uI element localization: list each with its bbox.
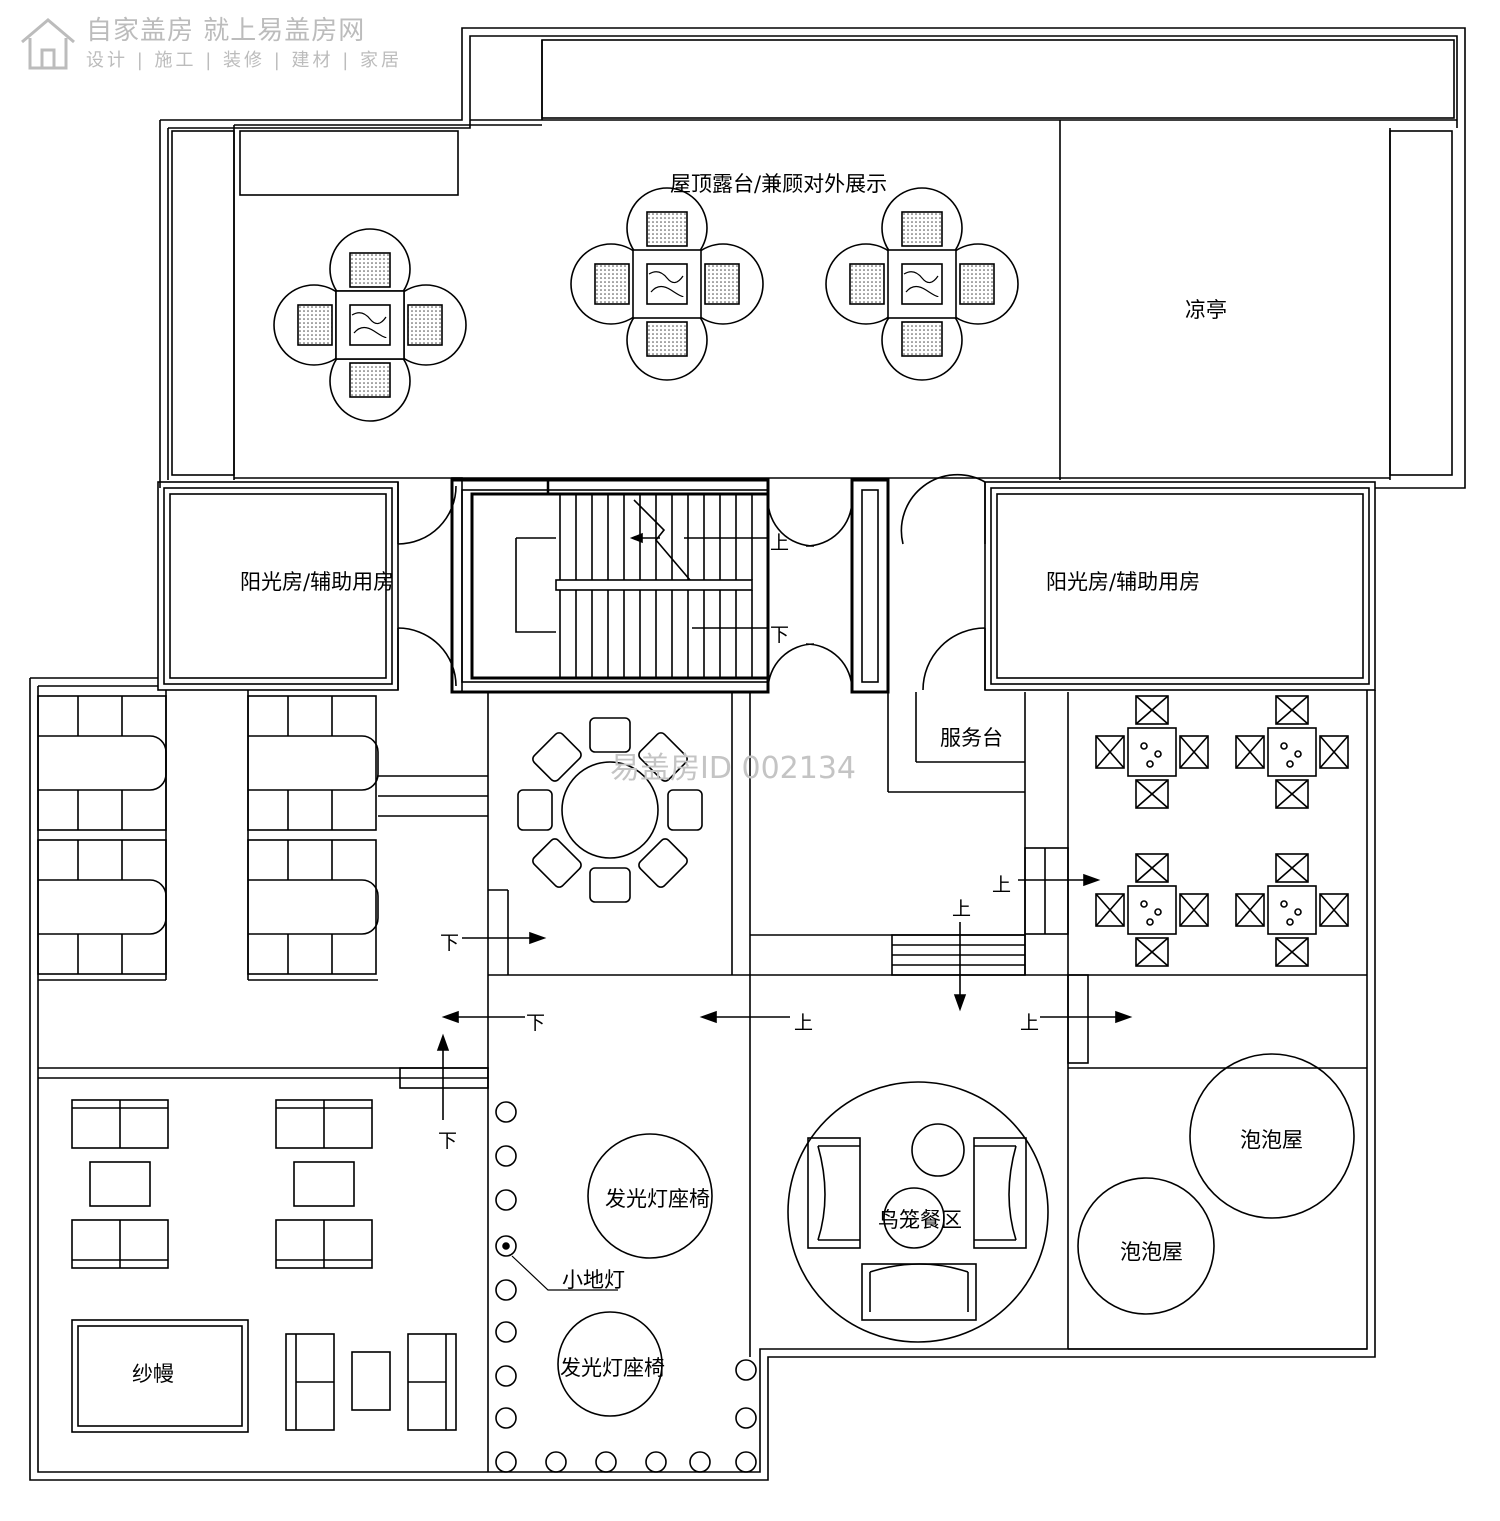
stair-mark-up-2: 上 (1020, 1012, 1040, 1034)
doors (397, 473, 986, 691)
sunroom-left-walls (157, 481, 399, 691)
cafe-table-set-1 (1095, 695, 1209, 809)
label-bubble-house-2: 泡泡屋 (1120, 1240, 1183, 1264)
label-rooftop-terrace: 屋顶露台/兼顾对外展示 (670, 172, 888, 196)
cafe-table-set-4 (1235, 853, 1349, 967)
drawing-id-watermark: 易盖房ID 002134 (610, 751, 857, 786)
terrace-table-set-1 (273, 228, 467, 422)
lower-area-outline (29, 677, 1376, 1481)
label-pavilion: 凉亭 (1185, 298, 1227, 322)
label-glow-seat-1: 发光灯座椅 (605, 1187, 710, 1211)
stair-mark-down-1: 下 (440, 932, 460, 954)
stair-mark-up-1: 上 (794, 1012, 814, 1034)
stair-mark-down-3: 下 (438, 1130, 458, 1152)
booth-seating (37, 695, 379, 975)
brand-logo-icon (21, 18, 75, 70)
label-birdcage-dining: 鸟笼餐区 (878, 1208, 962, 1232)
glow-seat-circle-1 (587, 1133, 713, 1259)
label-floor-light: 小地灯 (562, 1268, 625, 1292)
brand-watermark-main: 自家盖房 就上易盖房网 (86, 16, 366, 46)
cafe-table-set-3 (1095, 853, 1209, 967)
label-bubble-house-1: 泡泡屋 (1240, 1128, 1303, 1152)
label-sunroom-left: 阳光房/辅助用房 (240, 570, 395, 594)
label-sunroom-right: 阳光房/辅助用房 (1046, 570, 1201, 594)
floor-lights (495, 1101, 757, 1473)
label-glow-seat-2: 发光灯座椅 (560, 1356, 665, 1380)
label-gauze-curtain: 纱幔 (132, 1362, 174, 1386)
bubble-house-circle-2 (1077, 1177, 1215, 1315)
brand-watermark-sub: 设计 | 施工 | 装修 | 建材 | 家居 (86, 50, 403, 71)
direction-arrows (436, 873, 1133, 1120)
terrace-table-set-3 (825, 187, 1019, 381)
bubble-house-circle-1 (1189, 1053, 1355, 1219)
stair-mark-down-core: 下 (770, 624, 790, 646)
roof-outer-wall (159, 27, 1466, 489)
sunroom-right-walls (984, 481, 1376, 691)
terrace-table-set-2 (570, 187, 764, 381)
birdcage-dining-area (787, 1081, 1049, 1343)
stair-mark-up-core: 上 (770, 532, 790, 554)
stair-core (450, 477, 890, 694)
glow-seat-circle-2 (557, 1311, 663, 1417)
cafe-table-set-2 (1235, 695, 1349, 809)
label-service-counter: 服务台 (940, 726, 1003, 750)
stair-mark-up-4: 上 (952, 898, 972, 920)
stair-mark-down-2: 下 (526, 1012, 546, 1034)
round-dining-table (517, 717, 703, 903)
stair-mark-up-3: 上 (992, 874, 1012, 896)
lounge-sofas (71, 1099, 457, 1433)
